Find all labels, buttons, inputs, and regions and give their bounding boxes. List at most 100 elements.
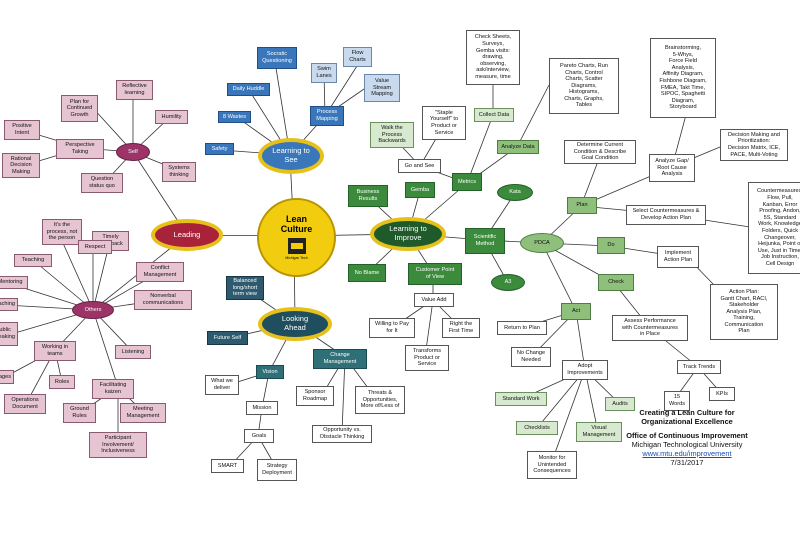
node-coaching: Coaching [0, 298, 18, 311]
hub-others: Others [72, 301, 114, 319]
node-working-in-teams: Working in teams [34, 341, 76, 361]
node-plan: Plan [567, 197, 597, 214]
node-pareto-charts: Pareto Charts, Run Charts, Control Chart… [549, 58, 619, 114]
node-value-stream-mapping: Value Stream Mapping [364, 74, 400, 102]
node-decision-making: Decision Making and Prioritization: Deci… [720, 129, 788, 161]
node-change-management: Change Management [313, 349, 367, 369]
node-smart: SMART [211, 459, 244, 473]
node-audits: Audits [605, 397, 635, 411]
node-analyze-data: Analyze Data [497, 140, 539, 154]
node-plan-continued-growth: Plan for Continued Growth [61, 95, 98, 122]
node-sponsor-roadmap: Sponsor Roadmap [296, 386, 334, 406]
node-flow-charts: Flow Charts [343, 47, 372, 67]
node-implement-action-plan: Implement Action Plan [657, 246, 699, 268]
node-opportunity-vs-obstacle: Opportunity vs. Obstacle Thinking [312, 425, 372, 443]
node-listening: Listening [115, 345, 151, 359]
node-public-speaking: Public Speaking [0, 322, 18, 346]
center-logo-text: Michigan Tech [285, 256, 308, 261]
node-check: Check [598, 274, 634, 291]
footer-url-link[interactable]: www.mtu.edu/improvement [642, 448, 732, 458]
node-metrics: Metrics [452, 173, 482, 191]
node-return-to-plan: Return to Plan [497, 321, 547, 335]
node-stages: Stages [0, 370, 14, 384]
node-threats-opportunities: Threats & Opportunities, More of/Less of [355, 386, 405, 414]
node-safety: Safety [205, 143, 234, 155]
node-kpis: KPIs [709, 387, 735, 401]
node-perspective-taking: Perspective Taking [56, 139, 104, 159]
hub-a3: A3 [491, 274, 525, 291]
node-checklists: Checklists [516, 421, 558, 435]
node-swim-lanes: Swim Lanes [311, 63, 337, 83]
node-future-self: Future Self [207, 331, 248, 345]
node-track-trends: Track Trends [677, 360, 721, 374]
node-15-words: 15 Words [664, 391, 690, 411]
footer-title-2: Organizational Excellence [641, 416, 733, 426]
hub-leading: Leading [151, 219, 223, 251]
node-meeting-management: Meeting Management [120, 403, 166, 423]
footer-title-1: Creating a Lean Culture for [639, 408, 735, 417]
node-countermeasures-list: Countermeasures: Flow, Pull, Kanban, Err… [748, 182, 800, 274]
node-positive-intent: Positive Intent [4, 120, 40, 140]
node-gemba: Gemba [405, 182, 435, 198]
node-goals: Goals [244, 429, 274, 443]
node-action-plan: Action Plan: Gantt Chart, RACI, Stakehol… [710, 284, 778, 340]
node-operations-document: Operations Document [4, 394, 46, 414]
node-walk-the-process: Walk the Process Backwards [370, 122, 414, 148]
node-respect: Respect [78, 240, 112, 254]
lean-culture-center: Lean Culture Michigan Tech [257, 198, 336, 277]
footer-date: 7/31/2017 [670, 457, 704, 467]
node-nonverbal-communications: Nonverbal communications [134, 290, 192, 310]
node-its-the-process: It's the process, not the person [42, 219, 82, 245]
node-scientific-method: Scientific Method [465, 228, 505, 254]
hub-looking-ahead: Looking Ahead [258, 307, 332, 341]
node-what-we-deliver: What we deliver [205, 375, 239, 395]
hub-learning-to-see: Learning to See [258, 138, 324, 174]
node-do: Do [597, 237, 625, 254]
node-socratic-questioning: Socratic Questioning [257, 47, 297, 69]
node-select-countermeasures: Select Countermeasures & Develop Action … [626, 205, 706, 225]
node-visual-management: Visual Management [576, 422, 622, 442]
node-conflict-management: Conflict Management [136, 262, 184, 282]
node-go-and-see: Go and See [398, 159, 441, 173]
michigan-tech-logo-icon [286, 237, 307, 256]
node-staple-yourself: "Staple Yourself" to Product or Service [422, 106, 466, 140]
node-vision: Vision [256, 365, 284, 379]
node-transforms-product: Transforms Product or Service [405, 345, 449, 371]
footer-credits: Creating a Lean Culture for Organization… [602, 408, 772, 467]
node-customer-pov: Customer Point of View [408, 263, 462, 285]
node-monitor-consequences: Monitor for Unintended Consequences [527, 451, 577, 479]
hub-self: Self [116, 143, 150, 161]
footer-university: Michigan Technological University [631, 440, 743, 450]
node-question-status-quo: Question status quo [81, 173, 123, 193]
node-no-blame: No Blame [348, 264, 386, 282]
node-process-mapping: Process Mapping [310, 106, 344, 126]
node-humility: Humility [155, 110, 188, 124]
node-teaching: Teaching [14, 254, 52, 267]
node-rational-decision-making: Rational Decision Making [2, 153, 40, 178]
node-assess-performance: Assess Performance with Countermeasures … [612, 315, 688, 341]
node-8-wastes: 8 Wastes [218, 111, 251, 123]
node-analyze-gap: Analyze Gap/ Root Cause Analysis [649, 154, 695, 182]
node-willing-to-pay: Willing to Pay for It [369, 318, 415, 338]
node-collect-data: Collect Data [474, 108, 514, 122]
node-facilitating-kaizen: Facilitating kaizen [92, 379, 134, 399]
node-roles: Roles [49, 375, 75, 389]
node-participant-involvement: Participant Involvement/ Inclusiveness [89, 432, 147, 458]
center-title: Lean Culture [280, 213, 313, 234]
node-strategy-deployment: Strategy Deployment [257, 459, 297, 481]
node-value-add: Value Add [414, 293, 454, 307]
node-check-sheets: Check Sheets, Surveys, Gemba visits: dra… [466, 30, 520, 85]
hub-kata: Kata [497, 184, 533, 201]
node-right-first-time: Right the First Time [442, 318, 480, 338]
node-daily-huddle: Daily Huddle [227, 83, 270, 96]
node-systems-thinking: Systems thinking [162, 162, 196, 182]
node-mission: Mission [246, 401, 278, 415]
node-act: Act [561, 303, 591, 320]
footer-office: Office of Continuous Improvement [626, 431, 748, 441]
node-mentoring: Mentoring [0, 276, 28, 289]
node-standard-work: Standard Work [495, 392, 547, 406]
node-brainstorming: Brainstorming, 5-Whys, Force Field Analy… [650, 38, 716, 118]
node-determine-current: Determine Current Condition & Describe G… [564, 140, 636, 164]
node-ground-rules: Ground Rules [63, 403, 96, 423]
node-business-results: Business Results [348, 185, 388, 207]
